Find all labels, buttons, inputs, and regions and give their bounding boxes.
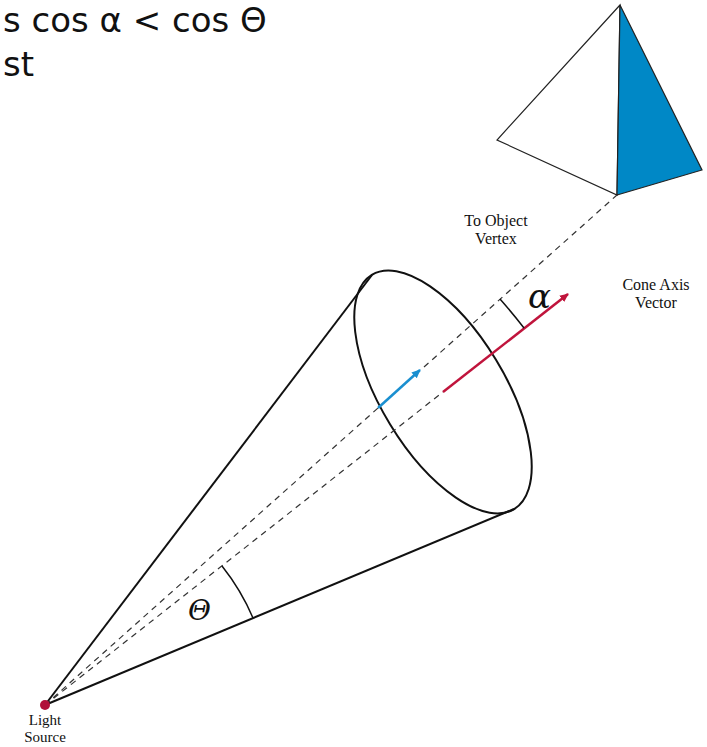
source-label: Light Source [14,712,76,745]
vector-label: Cone Axis Vector [612,276,700,313]
angle-label: Θ [188,596,211,627]
pyramid-object [497,5,702,195]
body-text: st [3,44,34,85]
cone-side [45,509,514,705]
light-source-dot [40,700,50,710]
axis-dashed [45,392,443,705]
theta-arc [222,566,253,618]
object-vertex-arrow [378,370,420,408]
formula-text: s cos α < cos Θ [3,0,267,41]
angle-label: α [528,278,551,315]
cone-rim [319,243,567,542]
vertex-dashed [45,408,378,705]
vertex-dashed [424,195,617,367]
cone-side [45,275,372,705]
vector-label: To Object Vertex [452,212,540,249]
alpha-arc [500,299,524,328]
